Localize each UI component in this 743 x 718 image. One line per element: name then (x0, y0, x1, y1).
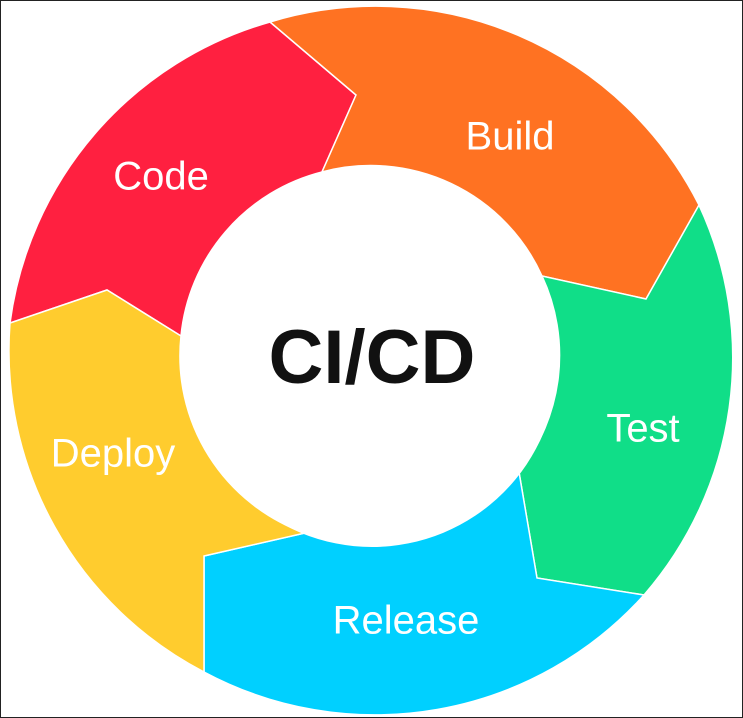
center-disc (186, 175, 558, 547)
segment-deploy (8, 289, 308, 674)
label-code: Code (113, 155, 209, 199)
segment-build (268, 5, 700, 300)
label-test: Test (606, 407, 679, 451)
center-title: CI/CD (269, 315, 476, 400)
label-deploy: Deploy (51, 432, 176, 476)
label-release: Release (333, 599, 480, 643)
label-build: Build (466, 115, 555, 159)
segment-test (518, 203, 734, 596)
